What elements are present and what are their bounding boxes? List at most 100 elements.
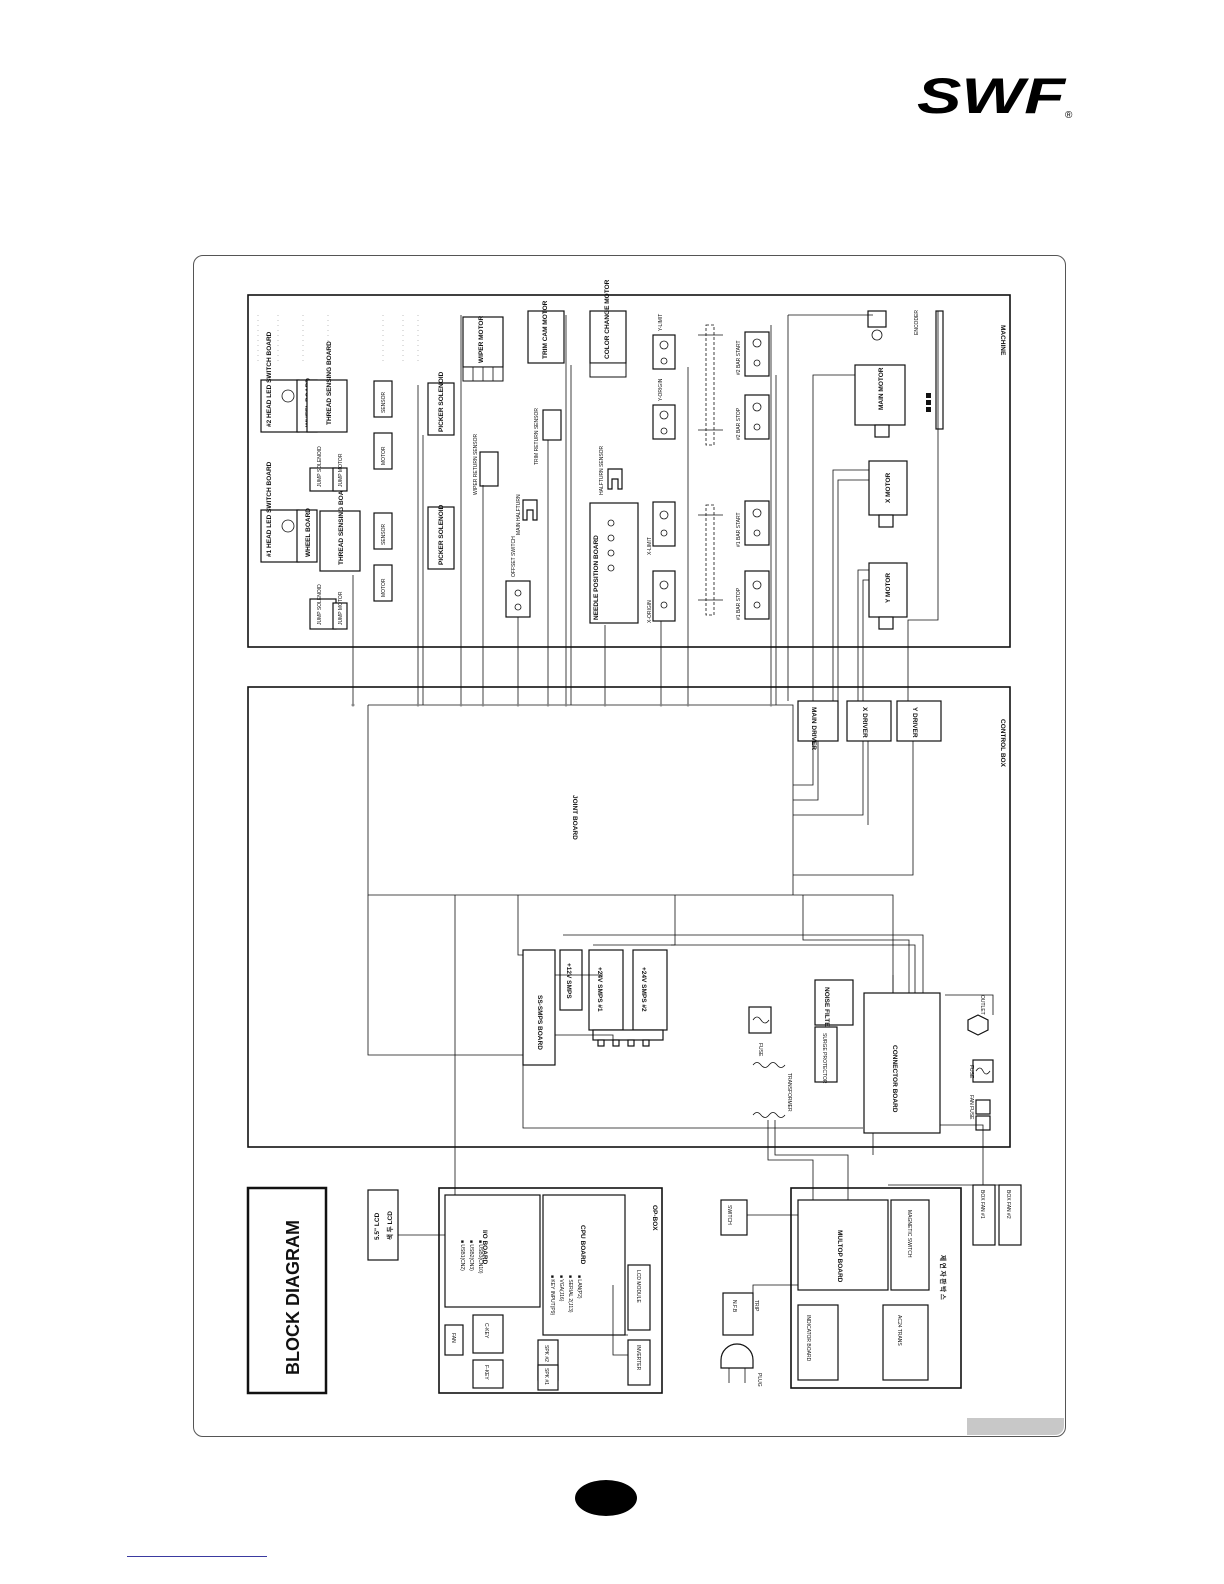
io-board: I/O BOARD ■ USB1(CN2) ■ USB2(CN3) ■ USB3…	[444, 1194, 541, 1308]
jump-motor-1: JUMP MOTOR	[332, 591, 348, 630]
y-origin-label: Y-ORIGIN	[658, 378, 664, 401]
wiper-motor: WIPER MOTOR	[462, 316, 504, 382]
y-motor-label: Y MOTOR	[885, 573, 892, 603]
footer-line	[127, 1556, 267, 1557]
key-input-label: ■ KEY INPUT(P9)	[549, 1275, 555, 1315]
wiring	[352, 311, 1010, 1356]
head1-led-switch-board: #1 HEAD LED SWITCH BOARD	[260, 461, 300, 563]
smps-12v: +12V SMPS	[559, 949, 583, 1011]
color-change-motor-label: COLOR CHANGE MOTOR	[604, 279, 611, 359]
ac24-trans-label: AC24 TRANS	[896, 1315, 902, 1346]
indicator-board-label: INDICATOR BOARD	[805, 1315, 811, 1362]
main-motor: MAIN MOTOR	[854, 364, 906, 438]
fan-block: FAN	[444, 1324, 464, 1356]
trip-label: TRIP	[753, 1300, 759, 1312]
lcd-55-label: 5.5" LCD	[374, 1212, 381, 1240]
fan-fuse: FAN FUSE	[968, 1095, 991, 1131]
diagram-title: BLOCK DIAGRAM	[283, 1220, 303, 1375]
outlet-label: OUTLET	[979, 995, 985, 1015]
magnetic-switch: MAGNETIC SWITCH	[890, 1199, 930, 1291]
encoder-label: ENCODER	[914, 310, 920, 335]
offset-switch-label: OFFSET SWITCH	[511, 536, 517, 577]
op-box-region	[438, 1187, 663, 1394]
bar-rails	[698, 324, 723, 616]
lcd-module-label: LCD MODULE	[635, 1270, 641, 1303]
jump-solenoid-2: JUMP SOLENOID	[309, 446, 337, 492]
f-key-label: F-KEY	[483, 1365, 489, 1380]
trim-cam-motor: TRIM CAM MOTOR	[527, 300, 565, 364]
serial2-label: ■ SERIAL 2(J13)	[567, 1275, 573, 1313]
ss-smps-board: SS-SMPS BOARD	[522, 949, 556, 1066]
thread-sensing-2-label: THREAD SENSING BOARD	[326, 341, 333, 425]
control-box-region	[247, 686, 1011, 1148]
swf-logo: SWF ®	[917, 70, 1073, 120]
trim-cam-motor-label: TRIM CAM MOTOR	[542, 300, 549, 359]
jump-motor-2: JUMP MOTOR	[332, 453, 348, 492]
block-diagram: .bx { fill:#fff; stroke:#111; stroke-wid…	[246, 279, 1022, 1395]
main-halfturn-sensor: MAIN HALFTURN	[516, 494, 538, 535]
picker-solenoid-1-label: PICKER SOLENOID	[438, 504, 445, 565]
transformer: TRANSFORMER	[752, 1062, 792, 1118]
wiper-return-sensor-label: WIPER RETURN SENSOR	[473, 433, 479, 495]
nfb-label: N.F.B	[731, 1300, 737, 1313]
jump-solenoid-2-label: JUMP SOLENOID	[317, 446, 323, 487]
jump-solenoid-1: JUMP SOLENOID	[309, 584, 337, 630]
joint-board-outline	[367, 704, 794, 896]
nfb-breaker: N.F.B TRIP	[722, 1292, 759, 1336]
cpu-board-label: CPU BOARD	[579, 1225, 586, 1265]
main-halfturn-label: MAIN HALFTURN	[516, 494, 522, 535]
encoder: ENCODER	[867, 310, 920, 341]
outlet: OUTLET	[967, 995, 989, 1036]
bar1-stop-label: #1 BAR STOP	[736, 587, 742, 620]
logo-text: SWF	[917, 70, 1067, 120]
sensor-1-label: SENSOR	[381, 523, 387, 545]
connector-board-label: CONNECTOR BOARD	[891, 1045, 898, 1113]
thread-sensing-board-2: THREAD SENSING BOARD	[306, 341, 348, 433]
wiper-motor-label: WIPER MOTOR	[478, 316, 485, 363]
encoder-strip	[926, 310, 944, 430]
head2-led-switch-board: #2 HEAD LED SWITCH BOARD	[260, 331, 300, 433]
ss-smps-label: SS-SMPS BOARD	[536, 995, 543, 1050]
smps-24v1-label: +24V SMPS #1	[596, 967, 603, 1012]
halfturn-sensor-label: HALFTURN SENSOR	[599, 445, 605, 495]
surge-protector-label: SURGE PROTECTOR	[821, 1033, 827, 1084]
box-fan-2-label: BOX FAN #2	[1005, 1190, 1011, 1219]
bar1-stop-switch: #1 BAR STOP	[736, 570, 770, 620]
sensor-2: SENSOR	[373, 380, 393, 418]
joint-board-label: JOINT BOARD	[571, 795, 578, 840]
f-key-block: F-KEY	[472, 1359, 504, 1389]
frame-gray-tab	[967, 1418, 1064, 1435]
io-board-label: I/O BOARD	[481, 1230, 488, 1265]
y-limit-label: Y-LIMIT	[658, 314, 664, 331]
jump-solenoid-1-label: JUMP SOLENOID	[317, 584, 323, 625]
usb2-label: ■ USB2(CN3)	[468, 1240, 474, 1271]
connector-dots	[351, 703, 773, 707]
motor-1: MOTOR	[373, 564, 393, 602]
box-fan-1-label: BOX FAN #1	[979, 1190, 985, 1219]
vga-label: ■ VGA(J16)	[558, 1275, 564, 1302]
lcd-55-block: 5.5" LCD 색 두 LCD	[367, 1189, 399, 1261]
bar2-start-label: #2 BAR START	[736, 340, 742, 375]
bar2-stop-switch: #2 BAR STOP	[736, 394, 770, 440]
connector-board: CONNECTOR BOARD	[863, 992, 941, 1134]
diagram-frame	[193, 255, 1066, 1437]
thread-sensing-board-1: THREAD SENSING BOARD	[319, 481, 361, 572]
halfturn-sensor: HALFTURN SENSOR	[599, 445, 623, 495]
x-limit-label: X-LIMIT	[647, 537, 653, 555]
fuse-main: FUSE	[748, 1006, 772, 1057]
transformer-label: TRANSFORMER	[786, 1073, 792, 1112]
wheel-board-1-label: WHEEL BOARD	[305, 508, 312, 557]
usb3-label: ■ USB3(CN10)	[477, 1240, 483, 1274]
y-origin-switch: Y-ORIGIN	[652, 378, 676, 440]
terminal-block	[592, 1029, 664, 1047]
wheel-board-1: WHEEL BOARD	[296, 508, 318, 563]
thread-sensing-1-label: THREAD SENSING BOARD	[338, 481, 345, 565]
main-motor-label: MAIN MOTOR	[878, 367, 885, 410]
control-box-section-label: CONTROL BOX	[999, 719, 1006, 768]
x-driver-label: X DRIVER	[861, 707, 868, 738]
cpu-board: CPU BOARD ■ KEY INPUT(P9) ■ VGA(J16) ■ S…	[542, 1194, 626, 1336]
x-origin-label: X-ORIGIN	[647, 600, 653, 623]
spk2-label: SPK #2	[543, 1345, 549, 1362]
pedal-box-region	[790, 1187, 962, 1389]
op-box-section-label: OP-BOX	[651, 1205, 658, 1231]
